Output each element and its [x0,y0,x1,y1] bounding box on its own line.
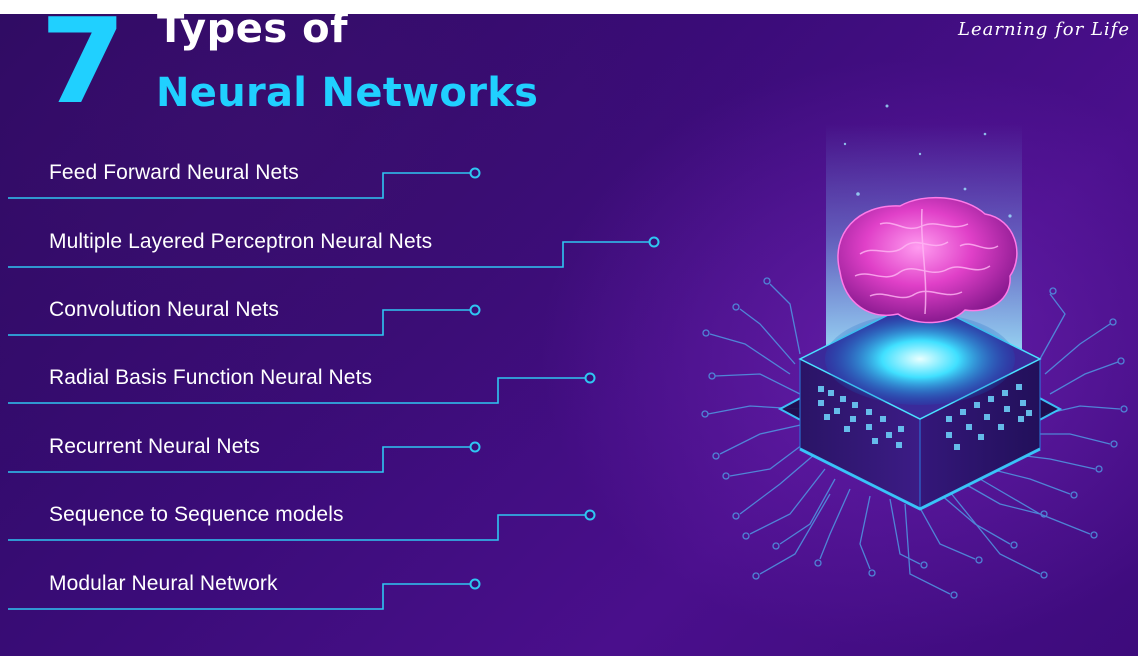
list-item-3: Convolution Neural Nets [49,298,279,321]
decoration-layer [8,104,1128,610]
infographic: 7 Types of Neural Networks greatlearning… [0,14,1138,656]
connector-line-4 [8,377,586,404]
connector-node-2 [648,236,660,248]
number-seven: 7 [40,14,126,130]
connector-node-3 [469,304,481,316]
logo-tagline: Learning for Life [958,19,1130,40]
connector-line-3 [8,309,471,336]
title-line-2: Neural Networks [156,70,539,116]
connector-line-6 [8,514,586,541]
list-item-2: Multiple Layered Perceptron Neural Nets [49,230,433,253]
list-item-5: Recurrent Neural Nets [49,435,261,458]
connector-line-7 [8,583,471,610]
connector-line-1 [8,172,471,199]
list-item-7: Modular Neural Network [49,572,278,595]
title-line-1: Types of [157,14,348,52]
connector-line-5 [8,446,471,473]
list-item-6: Sequence to Sequence models [49,503,344,526]
connector-line-2 [8,241,650,268]
connector-node-6 [584,509,596,521]
brain-icon [837,196,1018,324]
connector-node-5 [469,441,481,453]
connector-node-1 [469,167,481,179]
connector-lines [8,167,660,610]
list-item-1: Feed Forward Neural Nets [49,161,299,184]
list-item-4: Radial Basis Function Neural Nets [49,366,373,389]
connector-node-7 [469,578,481,590]
connector-node-4 [584,372,596,384]
sparkles [843,104,1012,218]
chip [777,298,1063,511]
